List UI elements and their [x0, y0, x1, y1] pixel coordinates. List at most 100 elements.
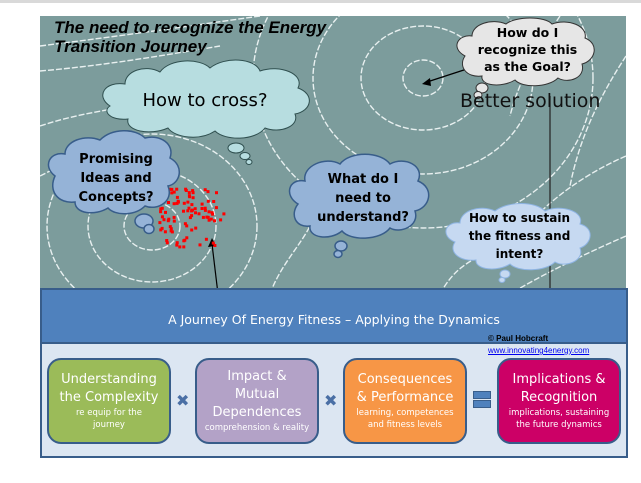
idea-dot: [182, 245, 186, 249]
top-divider: [0, 0, 641, 3]
title-line-2: Transition Journey: [54, 37, 207, 56]
idea-dot: [188, 216, 192, 220]
idea-dot: [213, 219, 216, 223]
idea-dot: [175, 241, 179, 245]
idea-dot: [198, 243, 202, 247]
idea-dot: [183, 222, 187, 226]
box-heading: Understanding: [61, 372, 157, 387]
box-heading: Recognition: [520, 390, 598, 405]
idea-dot: [204, 237, 208, 241]
cloud-how-to-sustain: [445, 203, 591, 283]
flow-line: [40, 45, 221, 72]
box-heading: Mutual: [234, 387, 280, 402]
idea-dot: [212, 200, 216, 203]
box-impact-dependences: Impact & Mutual Dependences comprehensio…: [195, 358, 319, 444]
box-subtext: and fitness levels: [367, 420, 443, 430]
idea-dot: [187, 191, 191, 195]
idea-dot: [206, 215, 210, 219]
idea-dot: [158, 221, 162, 225]
ideas-question: Promising Ideas and Concepts?: [56, 150, 176, 207]
cloud-need-to-understand: [288, 153, 430, 259]
understand-line: What do I: [327, 172, 399, 187]
idea-dot: [201, 215, 205, 219]
ideas-contour-3: [46, 133, 258, 294]
idea-dot: [193, 207, 197, 211]
idea-dot: [207, 210, 211, 214]
idea-dot: [159, 228, 163, 232]
website-link[interactable]: www.innovating4energy.com: [488, 346, 590, 355]
multiply-icon: ✖: [176, 391, 190, 410]
goal-contour-1: [402, 59, 444, 97]
idea-dot: [211, 241, 215, 245]
goal-line: as the Goal?: [484, 59, 571, 74]
goal-line: recognize this: [477, 42, 578, 57]
idea-dot: [206, 199, 210, 203]
goal-arrow-line: [426, 67, 471, 83]
idea-dot: [190, 228, 194, 232]
idea-dot: [169, 227, 173, 231]
cross-question: How to cross?: [142, 90, 268, 111]
idea-dot: [203, 206, 207, 210]
idea-dot: [214, 206, 218, 210]
box-subtext: implications, sustaining: [508, 408, 610, 418]
idea-dot: [219, 218, 223, 222]
idea-dot: [169, 229, 173, 233]
idea-dot: [172, 219, 176, 223]
cloud-recognize-goal: [456, 17, 595, 99]
cloud-promising-ideas: [47, 130, 180, 235]
understand-question: What do I need to understand?: [298, 170, 428, 227]
box-understanding-complexity: Understanding the Complexity re equip fo…: [47, 358, 171, 444]
box-heading: & Performance: [356, 390, 454, 405]
idea-dot: [187, 206, 191, 210]
box-consequences-performance: Consequences & Performance learning, com…: [343, 358, 467, 444]
idea-dot: [203, 188, 207, 192]
idea-dot: [170, 191, 174, 195]
idea-dot: [172, 190, 176, 194]
sustain-line: How to sustain: [468, 211, 571, 225]
better-solution-label: Better solution: [460, 90, 601, 112]
idea-dot: [187, 194, 191, 198]
idea-dot: [159, 210, 163, 214]
idea-dot: [186, 209, 190, 213]
journey-panel: A Journey Of Energy Fitness – Applying t…: [40, 288, 628, 458]
contour-map: [40, 16, 626, 294]
idea-dot: [210, 211, 214, 215]
idea-dot: [190, 203, 194, 207]
idea-dot: [215, 191, 218, 195]
idea-dot: [191, 191, 195, 195]
box-heading: Impact &: [227, 369, 287, 384]
goal-line: How do I: [496, 25, 559, 40]
box-subtext: comprehension & reality: [204, 423, 310, 433]
idea-dot: [160, 215, 164, 219]
idea-dot: [194, 226, 198, 230]
idea-dot: [170, 187, 174, 191]
idea-dot: [203, 208, 207, 212]
idea-dot: [167, 201, 170, 204]
banner-title: A Journey Of Energy Fitness – Applying t…: [168, 312, 500, 327]
flow-line: [509, 235, 626, 294]
idea-dot: [182, 201, 186, 205]
ideas-line: Ideas and: [80, 171, 152, 186]
idea-dot: [182, 209, 185, 213]
idea-dot: [175, 187, 179, 191]
equals-bar: [473, 400, 491, 408]
sustain-line: intent?: [495, 247, 544, 261]
idea-dot: [168, 225, 172, 229]
box-heading: Consequences: [357, 372, 453, 387]
understand-line: understand?: [317, 210, 409, 225]
flow-line: [40, 16, 261, 47]
idea-dot: [194, 211, 197, 215]
idea-dot: [165, 239, 169, 242]
idea-dot: [191, 196, 195, 200]
title-line-1: The need to recognize the Energy: [54, 18, 327, 37]
page-title: The need to recognize the Energy Transit…: [54, 18, 326, 56]
idea-dot: [200, 202, 204, 206]
box-heading: Dependences: [212, 405, 302, 420]
idea-dot: [175, 243, 179, 247]
flow-line: [269, 225, 311, 294]
multiply-icon: ✖: [324, 391, 338, 410]
idea-dot: [166, 219, 170, 223]
goal-contour-4: [252, 16, 594, 229]
idea-dot: [165, 241, 169, 245]
copyright-credit: © Paul Hobcraft: [488, 334, 549, 343]
